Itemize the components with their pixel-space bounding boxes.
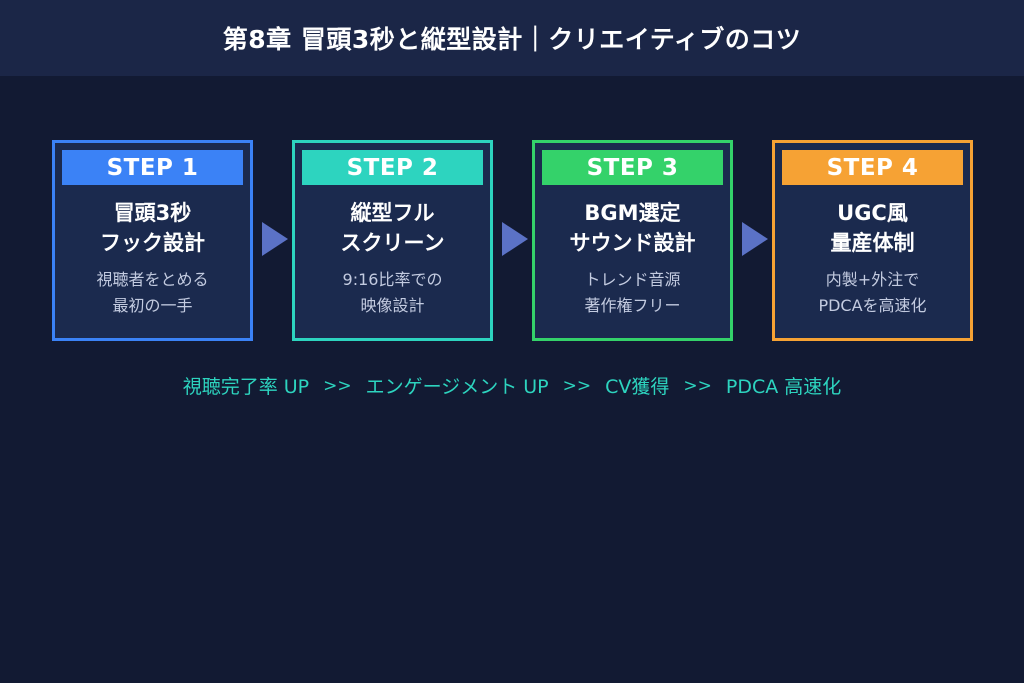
flow-separator: >> (323, 375, 352, 396)
step-card-2: STEP 2 縦型フル スクリーン 9:16比率での 映像設計 (292, 140, 493, 341)
step-badge-1: STEP 1 (62, 150, 243, 185)
step-title-2: 縦型フル スクリーン (340, 201, 445, 255)
flow-separator: >> (562, 375, 592, 396)
step-desc-3: トレンド音源 著作権フリー (584, 270, 681, 315)
flow-item-3: CV獲得 (605, 376, 670, 398)
flow-separator: >> (683, 375, 712, 396)
page-title: 第8章 冒頭3秒と縦型設計｜クリエイティブのコツ (222, 25, 802, 54)
flow-item-1: 視聴完了率 UP (182, 376, 310, 398)
step-card-4: STEP 4 UGC風 量産体制 内製+外注で PDCAを高速化 (772, 140, 973, 341)
step-desc-1: 視聴者をとめる 最初の一手 (96, 270, 209, 315)
arrow-right-icon (262, 222, 288, 256)
step-title-4: UGC風 量産体制 (830, 201, 915, 255)
step-title-1: 冒頭3秒 フック設計 (100, 201, 205, 255)
arrow-right-icon (742, 222, 768, 256)
step-card-1: STEP 1 冒頭3秒 フック設計 視聴者をとめる 最初の一手 (52, 140, 253, 341)
step-badge-3: STEP 3 (542, 150, 723, 185)
header-bar: 第8章 冒頭3秒と縦型設計｜クリエイティブのコツ (0, 0, 1024, 76)
step-title-3: BGM選定 サウンド設計 (569, 201, 696, 255)
step-badge-4: STEP 4 (782, 150, 963, 185)
step-desc-2: 9:16比率での 映像設計 (342, 270, 443, 315)
flow-item-4: PDCA 高速化 (725, 376, 842, 398)
step-badge-2: STEP 2 (302, 150, 483, 185)
arrow-right-icon (502, 222, 528, 256)
flow-item-2: エンゲージメント UP (365, 376, 549, 398)
step-desc-4: 内製+外注で PDCAを高速化 (818, 270, 927, 315)
step-flow-diagram: STEP 1 冒頭3秒 フック設計 視聴者をとめる 最初の一手 STEP 2 縦… (52, 140, 973, 341)
step-card-3: STEP 3 BGM選定 サウンド設計 トレンド音源 著作権フリー (532, 140, 733, 341)
outcome-flow: 視聴完了率 UP >> エンゲージメント UP >> CV獲得 >> PDCA … (0, 372, 1024, 399)
